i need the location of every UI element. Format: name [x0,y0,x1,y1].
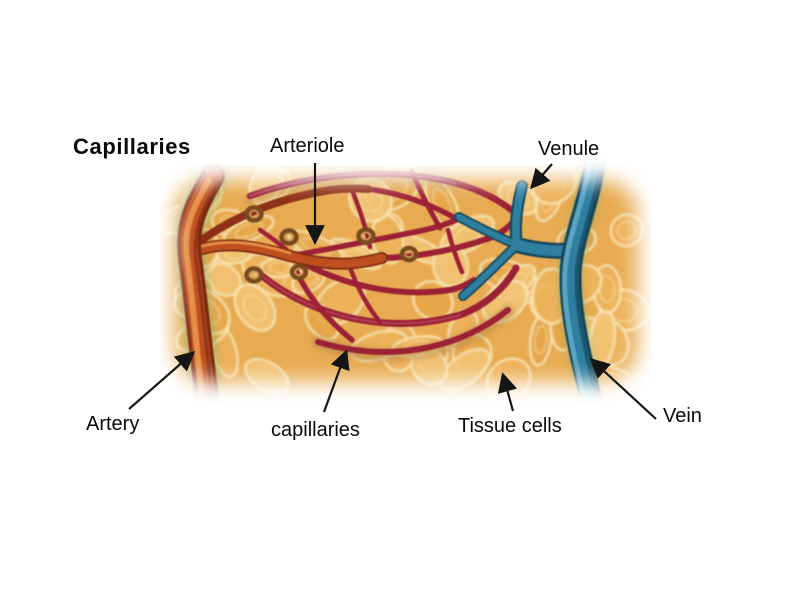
artery-vessel [177,164,225,410]
vein-vessel [559,145,607,413]
venule-arrow [530,163,553,190]
label-capillaries: capillaries [271,419,360,441]
arteriole-vessel [186,184,388,270]
label-artery: Artery [86,413,140,435]
artery-arrow [128,351,196,410]
vein-arrow [589,357,657,420]
label-arteriole: Arteriole [270,135,345,157]
capillaries-arrow [322,349,350,413]
sphincter-knots [244,205,419,284]
vessel-network [177,145,607,413]
label-tissue-cells: Tissue cells [458,415,562,437]
label-vein: Vein [663,405,702,427]
annotation-arrows [128,163,657,420]
page-title: Capillaries [73,134,191,159]
tissue-illustration-group [158,142,652,416]
label-venule: Venule [538,138,600,160]
tissue-cells-arrow [497,372,518,412]
capillary-network [246,168,520,355]
